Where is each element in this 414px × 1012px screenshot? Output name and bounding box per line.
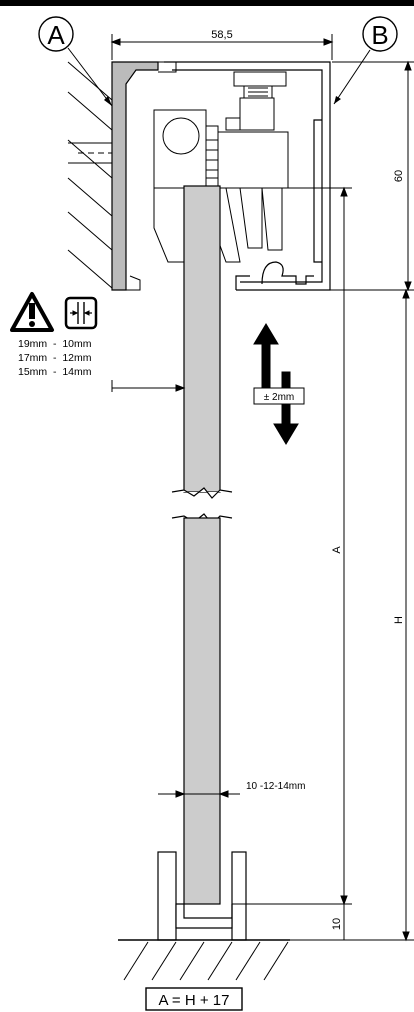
adjust-screw — [225, 71, 287, 131]
top-border-bar — [0, 0, 414, 6]
thickness-icon — [64, 296, 98, 330]
formula-box — [145, 987, 243, 1011]
formula-label: A = H + 17 — [159, 992, 230, 1009]
callout-b-label: B — [371, 20, 388, 50]
dim-h — [236, 288, 414, 942]
dim-h-label: H — [393, 616, 405, 624]
dim-height-top-label: 60 — [393, 170, 405, 182]
break-line-lower — [171, 513, 233, 525]
floor — [118, 939, 290, 981]
dim-a — [232, 186, 352, 906]
wall-profile-a — [111, 61, 159, 291]
dim-bottom-label: 10 — [331, 918, 343, 930]
adjust-label: ± 2mm — [264, 392, 295, 403]
door-panel-upper — [183, 185, 221, 493]
dim-width — [110, 34, 334, 60]
roller-wheel — [162, 117, 200, 155]
wall-screw — [68, 142, 124, 164]
callout-a-label: A — [47, 20, 65, 50]
warning-row-3: 15mm - 14mm — [18, 366, 92, 378]
warning-icon — [10, 292, 54, 332]
dim-wall-gap — [111, 380, 186, 392]
height-adjust-arrows — [253, 323, 305, 445]
callout-b-circle — [362, 16, 398, 52]
guide-hook — [261, 261, 314, 285]
dim-width-label: 58,5 — [211, 29, 232, 41]
warning-row-1: 19mm - 10mm — [18, 338, 92, 350]
dim-thickness — [158, 790, 240, 798]
wall-hatching — [67, 61, 113, 289]
break-line-upper — [171, 487, 233, 499]
callout-a-leader — [67, 47, 113, 107]
callout-b-leader — [333, 49, 371, 105]
roller-carriage — [153, 109, 289, 189]
dim-thickness-label: 10 -12-14mm — [246, 781, 305, 792]
dim-a-label: A — [331, 546, 343, 554]
callout-a-circle — [38, 16, 74, 52]
door-panel-lower — [183, 517, 221, 905]
warning-row-2: 17mm - 12mm — [18, 352, 92, 364]
